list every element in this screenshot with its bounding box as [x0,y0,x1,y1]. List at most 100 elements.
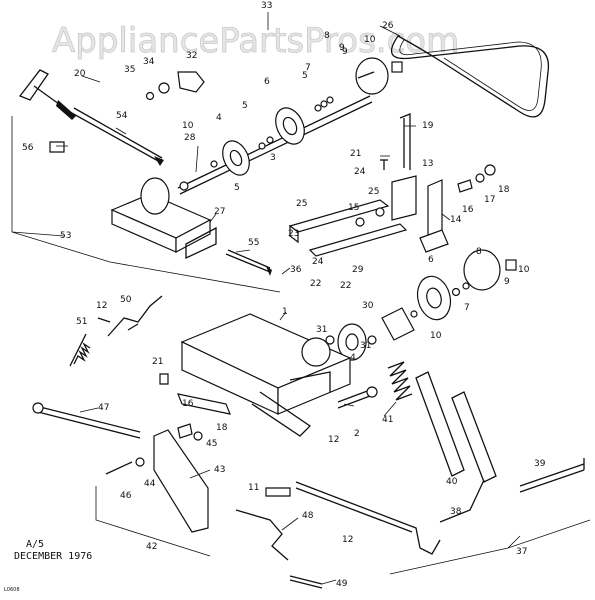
part-label-12: 12 [328,435,339,445]
part-label-32: 32 [186,51,197,61]
part-label-40: 40 [446,477,458,487]
part-label-55: 55 [248,238,259,248]
part-label-7: 7 [305,63,311,73]
bolt-11 [265,487,291,497]
part-label-34: 34 [143,57,155,67]
part-label-54: 54 [116,111,128,121]
control-lever [295,371,585,555]
footer-date: DECEMBER 1976 [14,551,92,562]
part-label-9: 9 [342,47,348,57]
part-label-16: 16 [462,205,474,215]
part-label-37: 37 [516,547,527,557]
part-label-48: 48 [302,511,314,521]
spring-48 [235,509,289,561]
part-label-6: 6 [264,77,270,87]
hardware-cluster [145,71,205,101]
part-label-13: 13 [422,159,433,169]
part-label-49: 49 [336,579,348,589]
part-label-51: 51 [76,317,87,327]
part-label-9: 9 [504,277,510,287]
part-label-20: 20 [74,69,86,79]
part-label-8: 8 [324,31,330,41]
bolt [337,386,378,409]
part-label-31: 31 [360,341,371,351]
part-label-4: 4 [350,353,356,363]
part-label-9: 9 [339,43,345,53]
corner-code: L0608 [4,587,20,593]
extension-spring [69,333,91,367]
part-label-38: 38 [450,507,462,517]
part-label-30: 30 [362,301,374,311]
part-label-31: 31 [316,325,327,335]
part-label-6: 6 [428,255,434,265]
part-label-8: 8 [476,247,482,257]
part-label-35: 35 [124,65,135,75]
idler-assembly [325,307,418,361]
pin-49 [289,575,323,589]
watermark-text: AppliancePartsPros.com [52,21,459,61]
lower-pulley [416,249,517,321]
mounting-plate [180,313,352,437]
part-label-10: 10 [430,331,442,341]
part-label-7: 7 [464,303,470,313]
part-label-26: 26 [382,21,394,31]
part-label-22: 22 [340,281,351,291]
part-label-2: 2 [354,429,360,439]
footer-revision: A/5 [26,539,44,550]
frame-outline [11,116,281,293]
part-label-17: 17 [484,195,495,205]
hardware-right [457,164,496,193]
pin [49,141,65,153]
leader-lines [11,12,521,585]
part-label-19: 19 [422,121,434,131]
spring-rod [225,249,272,276]
part-label-50: 50 [120,295,132,305]
part-label-16: 16 [182,399,194,409]
part-label-39: 39 [534,459,546,469]
part-label-23: 23 [288,229,299,239]
part-label-11: 11 [248,483,259,493]
part-label-5: 5 [242,101,248,111]
compression-spring [387,361,413,401]
part-label-53: 53 [60,231,71,241]
part-label-45: 45 [206,439,217,449]
part-label-33: 33 [261,1,272,11]
part-label-12: 12 [96,301,107,311]
part-label-18: 18 [498,185,510,195]
drive-belt [390,35,550,118]
part-label-14: 14 [450,215,462,225]
part-label-10: 10 [364,35,376,45]
part-label-3: 3 [270,153,276,163]
part-label-4: 4 [216,113,222,123]
part-label-46: 46 [120,491,132,501]
part-label-24: 24 [354,167,366,177]
bracket-assembly-right [288,159,449,257]
part-label-21: 21 [350,149,361,159]
cotter-pin [97,317,111,323]
part-label-24: 24 [312,257,324,267]
part-label-36: 36 [290,265,302,275]
part-label-10: 10 [182,121,194,131]
part-label-29: 29 [352,265,364,275]
upper-pulley-shaft [177,57,403,195]
bracket-assembly-left [110,177,217,260]
part-label-21: 21 [152,357,163,367]
part-label-5: 5 [234,183,240,193]
part-label-27: 27 [214,207,225,217]
part-label-18: 18 [216,423,228,433]
part-label-15: 15 [348,203,359,213]
part-label-10: 10 [518,265,530,275]
part-label-43: 43 [214,465,225,475]
part-label-25: 25 [368,187,379,197]
shift-lever [18,69,164,166]
part-label-44: 44 [144,479,156,489]
part-label-1: 1 [282,307,288,317]
part-label-25: 25 [296,199,307,209]
support-bracket [105,429,209,533]
link-rod [107,295,163,337]
part-label-47: 47 [98,403,109,413]
threaded-rod [32,402,141,439]
hardware-lower-left [159,373,231,441]
